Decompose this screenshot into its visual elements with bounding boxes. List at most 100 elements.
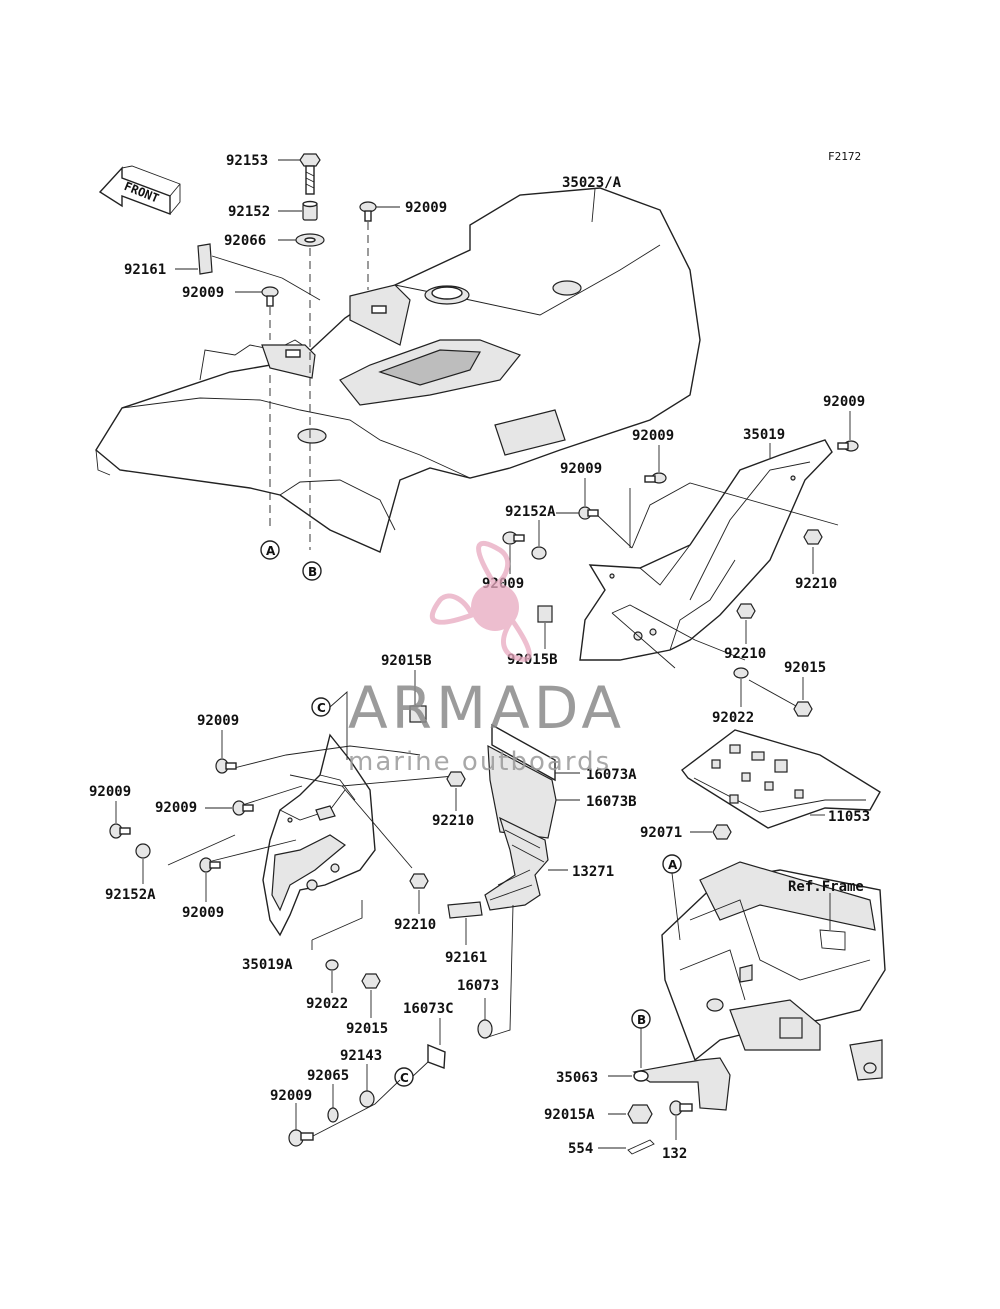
label-92065: 92065: [307, 1068, 349, 1084]
label-92009-bottom: 92009: [270, 1088, 312, 1104]
washer-92022-l-icon: [325, 959, 339, 971]
circle-ref-c-top: C: [317, 701, 326, 715]
screw-92009-r4-icon: [502, 531, 525, 545]
label-35063: 35063: [556, 1070, 598, 1086]
washer-92022-r-icon: [733, 667, 749, 679]
label-92143: 92143: [340, 1048, 382, 1064]
label-554: 554: [568, 1141, 593, 1157]
label-92009-l4: 92009: [182, 905, 224, 921]
label-13271: 13271: [572, 864, 614, 880]
nut-92210-r2-icon: [736, 603, 756, 619]
label-92015A: 92015A: [544, 1107, 595, 1123]
label-16073: 16073: [457, 978, 499, 994]
label-92009-top: 92009: [405, 200, 447, 216]
label-92152A-l: 92152A: [105, 887, 156, 903]
nut-92015-l-icon: [361, 973, 381, 989]
label-92009-l3: 92009: [89, 784, 131, 800]
screw-92009-left-icon: [261, 286, 279, 307]
nut-92210-l2-icon: [409, 873, 429, 889]
watermark-subtitle: marine outboards: [348, 747, 611, 777]
label-92210-r2: 92210: [724, 646, 766, 662]
label-92009-left: 92009: [182, 285, 224, 301]
label-92009-l2: 92009: [155, 800, 197, 816]
nut-92071-icon: [712, 824, 732, 840]
screw-92009-l2-icon: [232, 800, 254, 816]
label-92210-l1: 92210: [432, 813, 474, 829]
label-35019A: 35019A: [242, 957, 293, 973]
label-92022-l: 92022: [306, 996, 348, 1012]
frame-reference: [661, 861, 886, 1081]
watermark-logo: [429, 540, 532, 662]
collar-92152-icon: [302, 200, 318, 221]
label-92009-l1: 92009: [197, 713, 239, 729]
label-11053: 11053: [828, 809, 870, 825]
label-35019: 35019: [743, 427, 785, 443]
screw-92009-l1-icon: [215, 758, 237, 774]
label-92009-r2: 92009: [632, 428, 674, 444]
pad-92161-l-icon: [447, 901, 483, 919]
circle-ref-c-bottom: C: [400, 1071, 409, 1085]
label-35023A: 35023/A: [562, 175, 622, 191]
screw-92009-r2-icon: [644, 472, 667, 484]
circle-ref-a-bottom: A: [668, 858, 678, 872]
label-92015B-r: 92015B: [507, 652, 558, 668]
circle-ref-b-top: B: [308, 565, 317, 579]
screw-92009-top-icon: [359, 201, 377, 222]
nut-92015A-icon: [627, 1104, 653, 1124]
label-92015B-l: 92015B: [381, 653, 432, 669]
washer-16073-icon: [477, 1019, 493, 1039]
collar-92152A-icon: [531, 546, 547, 560]
pad-16073C-icon: [427, 1043, 446, 1069]
screw-92009-l4-icon: [199, 857, 221, 873]
mat-16073B: [487, 744, 557, 839]
spacer-92143-icon: [359, 1090, 375, 1108]
mat-16073A: [491, 723, 556, 782]
label-92022-r: 92022: [712, 710, 754, 726]
label-16073B: 16073B: [586, 794, 637, 810]
label-92015-r: 92015: [784, 660, 826, 676]
bolt-92009-bottom-icon: [288, 1129, 314, 1147]
front-arrow-icon: [98, 165, 181, 216]
mud-guard-35019A: [262, 733, 376, 937]
label-92009-r3: 92009: [560, 461, 602, 477]
bolt-92153-icon: [299, 153, 321, 195]
label-16073C: 16073C: [403, 1001, 454, 1017]
diagram-code: F2172: [828, 150, 861, 163]
watermark-title: ARMADA: [348, 674, 625, 742]
label-92161-top: 92161: [124, 262, 166, 278]
label-16073A: 16073A: [586, 767, 637, 783]
label-92152: 92152: [228, 204, 270, 220]
nut-92210-r1-icon: [803, 529, 823, 545]
ref-frame-label: Ref.Frame: [788, 879, 864, 895]
mud-guard-35019: [579, 439, 833, 661]
label-92161-l: 92161: [445, 950, 487, 966]
screw-92009-r3-icon: [578, 506, 599, 520]
label-92071: 92071: [640, 825, 682, 841]
label-92210-r1: 92210: [795, 576, 837, 592]
rear-fender-35023A: [95, 187, 701, 553]
pin-554-icon: [627, 1139, 655, 1155]
grommet-92066-icon: [295, 233, 325, 247]
label-92015-l: 92015: [346, 1021, 388, 1037]
bolt-132-icon: [669, 1100, 693, 1116]
label-92152A-r: 92152A: [505, 504, 556, 520]
pad-92161-icon: [197, 243, 213, 275]
label-92066: 92066: [224, 233, 266, 249]
tray-11053: [681, 729, 881, 829]
nut-92015-r-icon: [793, 701, 813, 717]
label-132: 132: [662, 1146, 687, 1162]
clip-92015B-l-icon: [409, 705, 427, 723]
nut-92210-l1-icon: [446, 771, 466, 787]
label-92009-r1: 92009: [823, 394, 865, 410]
clip-92015B-r-icon: [537, 605, 553, 623]
collar-92152A-l-icon: [135, 843, 151, 859]
guard-13271: [484, 816, 549, 911]
washer-92065-icon: [327, 1107, 339, 1123]
screw-92009-r1-icon: [837, 440, 859, 452]
circle-ref-b-bottom: B: [637, 1013, 646, 1027]
bracket-35063: [632, 1057, 731, 1111]
screw-92009-l3-icon: [109, 823, 131, 839]
label-92153: 92153: [226, 153, 268, 169]
label-92210-l2: 92210: [394, 917, 436, 933]
